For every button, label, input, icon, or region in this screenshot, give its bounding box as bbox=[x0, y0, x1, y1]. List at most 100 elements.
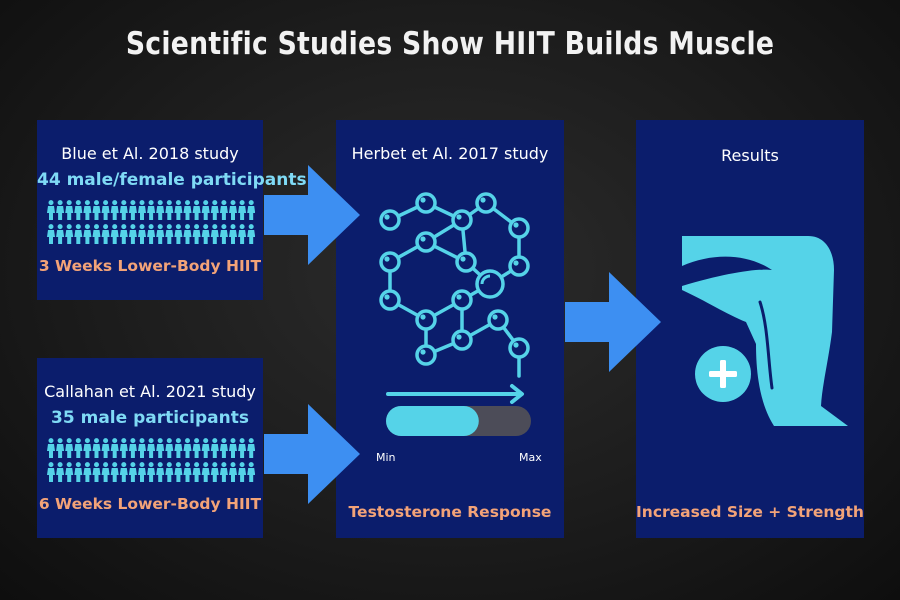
person-figure-icon bbox=[110, 224, 119, 244]
study-panel-blue: Blue et Al. 2018 study 44 male/female pa… bbox=[37, 120, 307, 300]
person-figure-icon bbox=[174, 438, 183, 458]
gauge-max-label: Max bbox=[519, 451, 542, 464]
person-figure-icon bbox=[101, 200, 110, 220]
person-figure-icon bbox=[119, 200, 128, 220]
person-figure-icon bbox=[47, 438, 55, 458]
person-figure-icon bbox=[128, 200, 137, 220]
study-name: Herbet et Al. 2017 study bbox=[351, 144, 549, 163]
gauge-min-label: Min bbox=[376, 451, 396, 464]
flow-arrow-3 bbox=[565, 272, 661, 372]
person-figure-icon bbox=[74, 462, 83, 482]
person-figure-icon bbox=[238, 462, 247, 482]
page-title: Scientific Studies Show HIIT Builds Musc… bbox=[125, 26, 775, 62]
person-figure-icon bbox=[247, 462, 255, 482]
person-figure-icon bbox=[165, 438, 174, 458]
person-figure-icon bbox=[74, 224, 83, 244]
person-figure-icon bbox=[65, 224, 74, 244]
results-heading: Results bbox=[721, 146, 779, 165]
person-figure-icon bbox=[174, 224, 183, 244]
plus-circle-icon bbox=[695, 346, 751, 402]
person-figure-icon bbox=[183, 224, 192, 244]
person-figure-icon bbox=[138, 462, 146, 482]
person-figure-icon bbox=[247, 200, 255, 220]
person-figure-icon bbox=[219, 224, 228, 244]
progress-bar-icon bbox=[386, 406, 531, 436]
person-figure-icon bbox=[92, 200, 101, 220]
person-figure-icon bbox=[101, 438, 110, 458]
person-figure-icon bbox=[210, 200, 219, 220]
person-figure-icon bbox=[165, 224, 174, 244]
study-panel-callahan: Callahan et Al. 2021 study 35 male parti… bbox=[37, 358, 263, 538]
person-figure-icon bbox=[110, 438, 119, 458]
person-figure-icon bbox=[56, 200, 65, 220]
person-figure-icon bbox=[147, 224, 156, 244]
person-figure-icon bbox=[192, 462, 201, 482]
person-figure-icon bbox=[174, 462, 183, 482]
person-figure-icon bbox=[65, 438, 74, 458]
person-figure-icon bbox=[138, 200, 146, 220]
person-figure-icon bbox=[183, 200, 192, 220]
study-panel-herbet: Herbet et Al. 2017 study bbox=[336, 120, 564, 538]
results-panel: Results Increased Size + Strength bbox=[636, 120, 864, 538]
person-figure-icon bbox=[192, 200, 201, 220]
person-figure-icon bbox=[247, 224, 255, 244]
flow-arrow-2 bbox=[264, 404, 360, 504]
flow-arrow-1 bbox=[264, 165, 360, 265]
participants-count: 35 male participants bbox=[51, 408, 249, 428]
person-figure-icon bbox=[138, 224, 146, 244]
person-figure-icon bbox=[110, 200, 119, 220]
person-figure-icon bbox=[128, 224, 137, 244]
leg-muscle-icon bbox=[682, 236, 848, 426]
person-figure-icon bbox=[165, 200, 174, 220]
participants-people-icon bbox=[47, 200, 255, 244]
person-figure-icon bbox=[201, 438, 210, 458]
person-figure-icon bbox=[247, 438, 255, 458]
person-figure-icon bbox=[119, 224, 128, 244]
person-figure-icon bbox=[147, 438, 156, 458]
person-figure-icon bbox=[174, 200, 183, 220]
person-figure-icon bbox=[119, 438, 128, 458]
study-name: Blue et Al. 2018 study bbox=[61, 144, 239, 163]
person-figure-icon bbox=[128, 462, 137, 482]
results-outcome: Increased Size + Strength bbox=[636, 503, 864, 521]
person-figure-icon bbox=[65, 200, 74, 220]
study-protocol: 3 Weeks Lower-Body HIIT bbox=[38, 257, 262, 275]
person-figure-icon bbox=[92, 224, 101, 244]
person-figure-icon bbox=[238, 224, 247, 244]
person-figure-icon bbox=[138, 438, 146, 458]
study-name: Callahan et Al. 2021 study bbox=[44, 382, 256, 401]
molecule-icon bbox=[379, 192, 530, 378]
person-figure-icon bbox=[229, 224, 237, 244]
person-figure-icon bbox=[83, 224, 92, 244]
person-figure-icon bbox=[147, 200, 156, 220]
person-figure-icon bbox=[238, 200, 247, 220]
person-figure-icon bbox=[147, 462, 156, 482]
person-figure-icon bbox=[165, 462, 174, 482]
person-figure-icon bbox=[119, 462, 128, 482]
person-figure-icon bbox=[210, 438, 219, 458]
person-figure-icon bbox=[183, 438, 192, 458]
person-figure-icon bbox=[110, 462, 119, 482]
person-figure-icon bbox=[47, 200, 55, 220]
person-figure-icon bbox=[219, 462, 228, 482]
person-figure-icon bbox=[92, 462, 101, 482]
participants-people-icon bbox=[47, 438, 255, 482]
person-figure-icon bbox=[92, 438, 101, 458]
person-figure-icon bbox=[219, 200, 228, 220]
person-figure-icon bbox=[47, 462, 55, 482]
person-figure-icon bbox=[56, 462, 65, 482]
person-figure-icon bbox=[201, 200, 210, 220]
person-figure-icon bbox=[238, 438, 247, 458]
person-figure-icon bbox=[74, 438, 83, 458]
direction-arrow-icon bbox=[386, 384, 524, 404]
person-figure-icon bbox=[192, 438, 201, 458]
person-figure-icon bbox=[229, 438, 237, 458]
person-figure-icon bbox=[229, 462, 237, 482]
person-figure-icon bbox=[56, 438, 65, 458]
person-figure-icon bbox=[156, 224, 165, 244]
person-figure-icon bbox=[156, 462, 165, 482]
person-figure-icon bbox=[210, 462, 219, 482]
person-figure-icon bbox=[128, 438, 137, 458]
person-figure-icon bbox=[83, 438, 92, 458]
person-figure-icon bbox=[210, 224, 219, 244]
